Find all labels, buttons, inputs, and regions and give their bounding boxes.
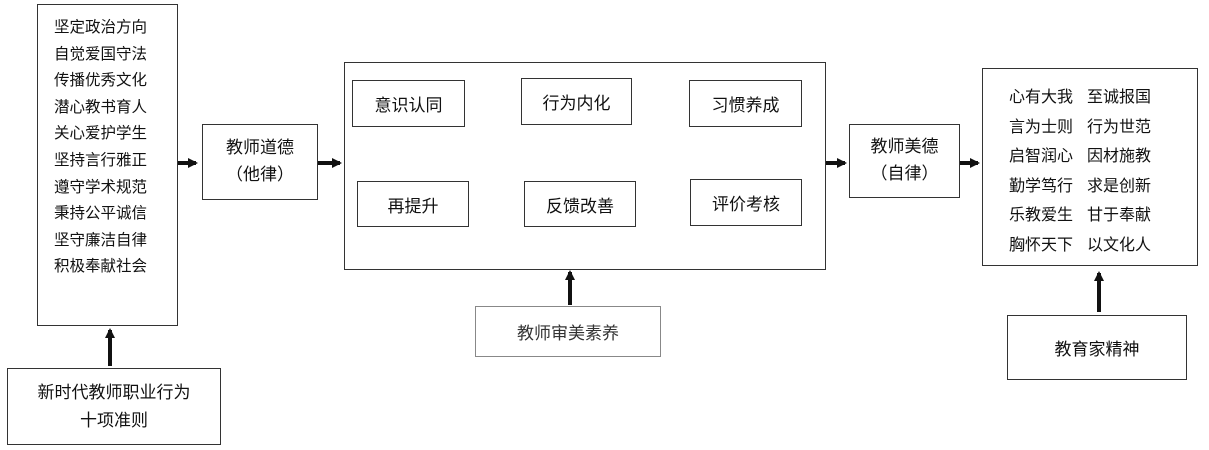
virtue-row: 勤学笃行 求是创新 (1009, 171, 1197, 201)
norm-item: 坚守廉洁自律 (54, 230, 148, 249)
node-internalization: 行为内化 (521, 78, 632, 125)
norm-item: 坚持言行雅正 (54, 150, 148, 169)
guidelines-line2: 十项准则 (80, 410, 148, 431)
aesthetic-box: 教师审美素养 (475, 306, 661, 357)
virtue-row: 乐教爱生 甘于奉献 (1009, 200, 1197, 230)
virtue-item: 心有大我 (1009, 87, 1074, 106)
norms-list-box: 坚定政治方向 自觉爱国守法 传播优秀文化 潜心教书育人 关心爱护学生 坚持言行雅… (37, 4, 178, 326)
educator-spirit-label: 教育家精神 (1054, 340, 1140, 360)
node-recognition: 意识认同 (352, 80, 465, 127)
guidelines-box: 新时代教师职业行为 十项准则 (7, 368, 221, 445)
virtue-item: 因材施教 (1087, 146, 1152, 165)
node-feedback-label: 反馈改善 (546, 196, 614, 217)
node-habit-label: 习惯养成 (711, 96, 780, 116)
heteronomy-line1: 教师道德 (226, 138, 294, 158)
virtue-item: 甘于奉献 (1087, 205, 1152, 224)
virtue-item: 启智润心 (1009, 146, 1074, 165)
node-habit: 习惯养成 (689, 80, 802, 127)
virtue-item: 胸怀天下 (1009, 234, 1074, 254)
node-internalization-label: 行为内化 (542, 94, 611, 114)
educator-spirit-box: 教育家精神 (1007, 315, 1187, 380)
node-recognition-label: 意识认同 (374, 96, 443, 116)
norm-item: 秉持公平诚信 (54, 204, 148, 223)
virtue-item: 言为士则 (1009, 116, 1074, 136)
node-evaluation: 评价考核 (690, 179, 802, 226)
virtue-item: 勤学笃行 (1009, 175, 1074, 195)
heteronomy-box: 教师道德 （他律） (202, 124, 318, 200)
norm-item: 坚定政治方向 (54, 18, 148, 36)
virtue-item: 乐教爱生 (1009, 205, 1074, 224)
autonomy-line2: （自律） (870, 164, 939, 184)
heteronomy-line2: （他律） (226, 165, 294, 185)
norm-item: 积极奉献社会 (54, 257, 148, 276)
node-elevation: 再提升 (357, 181, 469, 227)
virtue-row: 心有大我 至诚报国 (1009, 82, 1197, 112)
norm-item: 遵守学术规范 (54, 177, 148, 196)
virtues-list-box: 心有大我 至诚报国 言为士则 行为世范 启智润心 因材施教 勤学笃行 求是创新 … (982, 68, 1198, 266)
virtue-row: 言为士则 行为世范 (1009, 112, 1197, 142)
node-evaluation-label: 评价考核 (712, 195, 780, 215)
virtue-item: 至诚报国 (1087, 87, 1152, 106)
virtue-item: 求是创新 (1087, 175, 1152, 195)
virtue-item: 行为世范 (1087, 116, 1152, 136)
aesthetic-label: 教师审美素养 (517, 324, 619, 344)
norm-item: 关心爱护学生 (54, 124, 148, 143)
virtue-item: 以文化人 (1087, 234, 1152, 254)
virtue-row: 启智润心 因材施教 (1009, 141, 1197, 171)
virtue-row: 胸怀天下 以文化人 (1009, 230, 1197, 260)
norm-item: 自觉爱国守法 (54, 44, 148, 63)
norm-item: 潜心教书育人 (54, 97, 148, 116)
node-elevation-label: 再提升 (387, 196, 439, 217)
norm-item: 传播优秀文化 (54, 71, 148, 90)
autonomy-box: 教师美德 （自律） (849, 124, 960, 198)
node-feedback: 反馈改善 (524, 181, 636, 227)
autonomy-line1: 教师美德 (870, 137, 939, 157)
guidelines-line1: 新时代教师职业行为 (37, 382, 191, 403)
